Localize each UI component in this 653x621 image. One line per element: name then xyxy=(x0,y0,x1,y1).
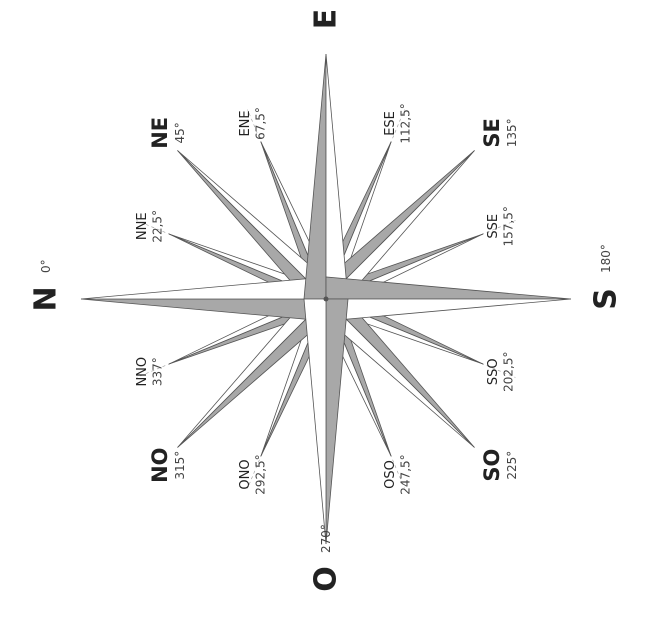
direction-degrees-ene: 67,5° xyxy=(253,107,267,140)
direction-name-sse: SSE xyxy=(486,214,501,239)
direction-degrees-ono: 292,5° xyxy=(253,454,267,494)
direction-name-sso: SSO xyxy=(486,358,501,385)
direction-degrees-sse: 157,5° xyxy=(502,206,516,246)
direction-degrees-ne: 45° xyxy=(173,122,187,143)
direction-degrees-ese: 112,5° xyxy=(399,103,413,143)
direction-name-se: SE xyxy=(480,118,504,147)
label-group-o: O 270° xyxy=(309,524,344,592)
ray-n-shaded xyxy=(81,299,326,321)
direction-name-nne: NNE xyxy=(135,212,150,240)
ray-s-light xyxy=(326,299,571,321)
label-group-s: S 180° xyxy=(589,244,624,310)
direction-name-ono: ONO xyxy=(238,459,253,489)
direction-name-nno: NNO xyxy=(135,357,150,387)
label-group-n: N 0° xyxy=(29,259,64,311)
ray-s-shaded xyxy=(326,277,571,299)
ray-n-light xyxy=(81,277,326,299)
direction-degrees-sso: 202,5° xyxy=(502,352,516,392)
direction-name-s: S xyxy=(589,288,624,310)
direction-degrees-nno: 337° xyxy=(150,357,164,386)
direction-name-ne: NE xyxy=(148,117,172,149)
center-dot xyxy=(324,297,329,302)
direction-degrees-so: 225° xyxy=(505,451,519,480)
ray-o-light xyxy=(304,299,326,544)
direction-degrees-nne: 22,5° xyxy=(150,210,164,243)
ray-o-shaded xyxy=(326,299,348,544)
direction-name-n: N xyxy=(29,286,64,311)
ray-e-shaded xyxy=(304,54,326,299)
direction-degrees-oso: 247,5° xyxy=(399,454,413,494)
direction-name-ese: ESE xyxy=(383,111,398,136)
direction-name-e: E xyxy=(309,9,344,30)
direction-degrees-n: 0° xyxy=(39,259,53,273)
direction-name-oso: OSO xyxy=(383,460,398,489)
direction-name-ene: ENE xyxy=(238,110,253,136)
direction-degrees-no: 315° xyxy=(173,451,187,480)
direction-degrees-o: 270° xyxy=(319,524,333,553)
ray-e-light xyxy=(326,54,348,299)
label-group-e: E90° xyxy=(309,0,344,29)
direction-name-so: SO xyxy=(480,449,504,482)
direction-name-no: NO xyxy=(148,447,172,482)
direction-degrees-s: 180° xyxy=(599,244,613,273)
direction-name-o: O xyxy=(309,566,344,592)
direction-degrees-se: 135° xyxy=(505,118,519,147)
